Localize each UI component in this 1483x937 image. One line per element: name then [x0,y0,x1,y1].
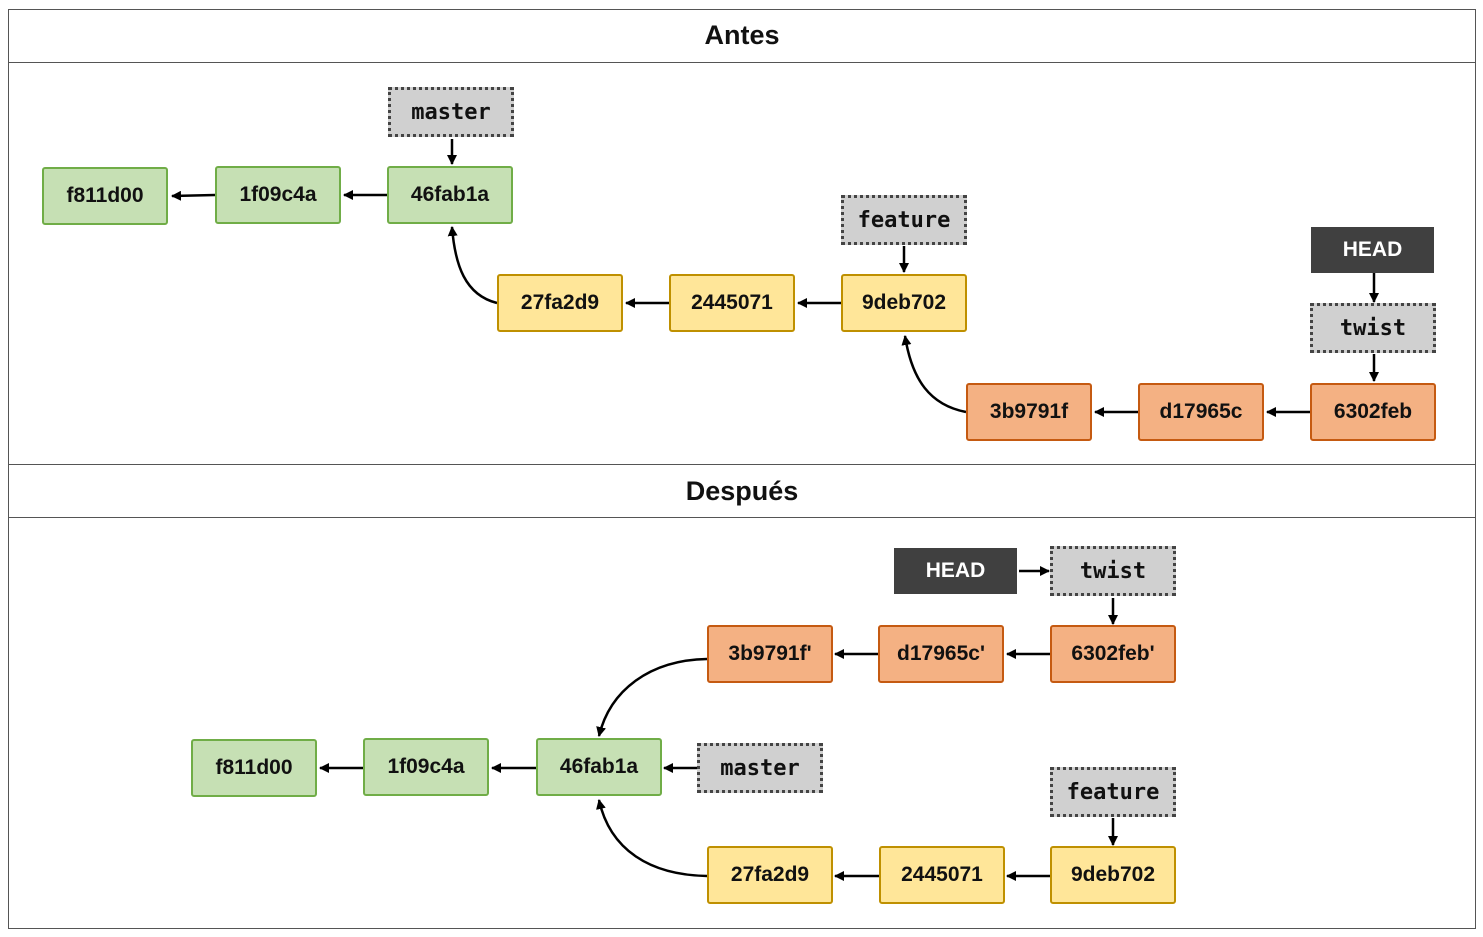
before-section-title: Antes [8,9,1476,63]
after-commit-c8: d17965c' [878,625,1004,683]
before-ref-head: HEAD [1311,227,1434,273]
after-commit-c4: 27fa2d9 [707,846,833,904]
after-ref-master: master [697,743,823,793]
after-commit-c9: 6302feb' [1050,625,1176,683]
after-commit-c2: 1f09c4a [363,738,489,796]
after-commit-c1: f811d00 [191,739,317,797]
before-commit-c2: 1f09c4a [215,166,341,224]
before-commit-c1: f811d00 [42,167,168,225]
diagram-frame [8,9,1476,929]
after-commit-c7: 3b9791f' [707,625,833,683]
before-commit-c9: 6302feb [1310,383,1436,441]
after-ref-head: HEAD [894,548,1017,594]
before-commit-c3: 46fab1a [387,166,513,224]
after-ref-feature: feature [1050,767,1176,817]
before-commit-c7: 3b9791f [966,383,1092,441]
before-commit-c6: 9deb702 [841,274,967,332]
after-section-title: Después [8,464,1476,518]
after-commit-c3: 46fab1a [536,738,662,796]
before-commit-c4: 27fa2d9 [497,274,623,332]
arrow-before-c4-c3 [447,226,498,305]
before-ref-master: master [388,87,514,137]
after-ref-twist: twist [1050,546,1176,596]
before-ref-twist: twist [1310,303,1436,353]
after-commit-c6: 9deb702 [1050,846,1176,904]
arrow-after-c4-c3 [596,799,708,878]
after-commit-c5: 2445071 [879,846,1005,904]
arrow-before-c7-c6 [901,335,967,414]
before-commit-c8: d17965c [1138,383,1264,441]
before-ref-feature: feature [841,195,967,245]
before-commit-c5: 2445071 [669,274,795,332]
arrow-after-c7-c3 [596,657,708,737]
arrow-before-c2-c1 [171,190,216,201]
